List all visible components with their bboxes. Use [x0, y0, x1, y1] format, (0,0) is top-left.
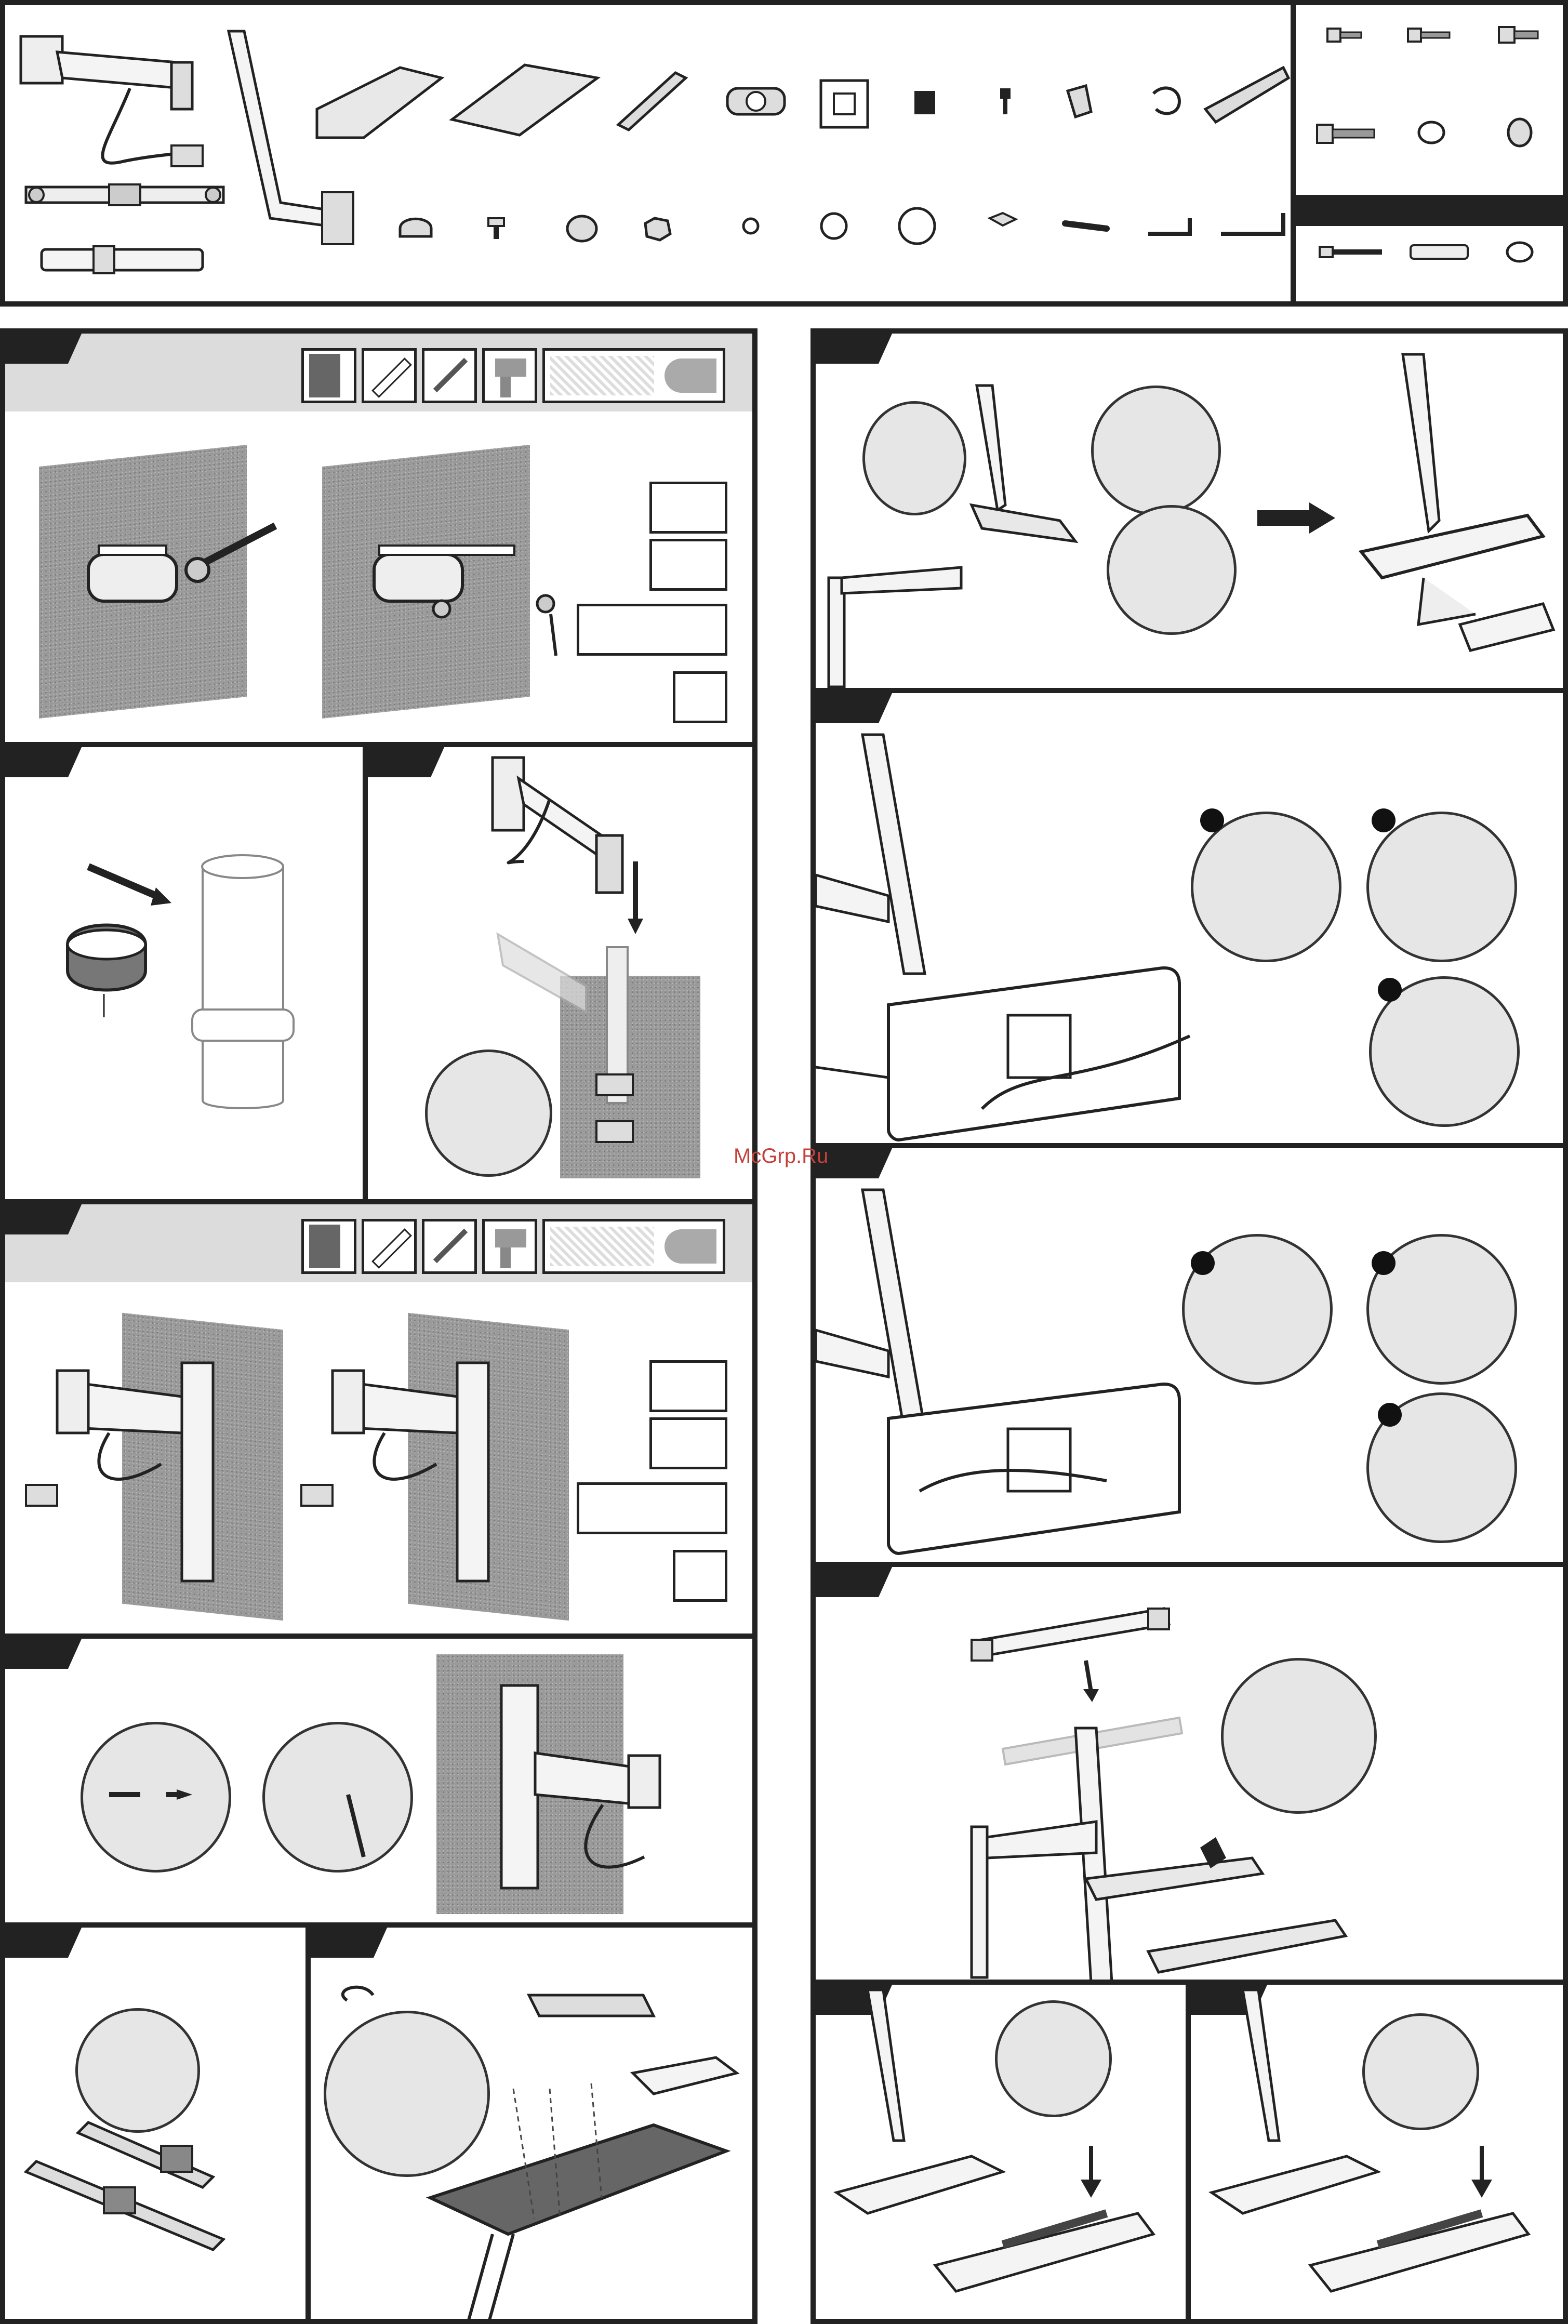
bolt-long — [1317, 125, 1374, 143]
allen-key-small — [1148, 218, 1190, 234]
screw-medium — [1408, 29, 1450, 42]
bolt — [1000, 88, 1011, 114]
small-tray — [317, 68, 442, 138]
step-monitor-left — [810, 688, 1568, 1148]
wall-washer — [1507, 243, 1532, 261]
wood-screw — [1320, 247, 1382, 257]
arm-with-cable — [21, 36, 203, 166]
cable-detail — [1366, 812, 1517, 962]
small-washer — [743, 219, 758, 233]
bracket-plate — [1205, 68, 1288, 122]
clip — [1068, 86, 1091, 117]
pads-drawing — [5, 1928, 307, 2322]
knurled-nut — [914, 91, 935, 114]
step-mat-left — [810, 1980, 1191, 2324]
arm-height-detail — [425, 1050, 552, 1177]
pole-clamp-drawing — [5, 747, 364, 1199]
detail-marker-a — [1191, 1251, 1215, 1275]
cable-hook — [1153, 88, 1179, 113]
wrench — [1065, 223, 1107, 229]
washer-flat — [1419, 122, 1444, 143]
step-tighten — [0, 1634, 758, 1928]
step-pole-clamp — [0, 742, 368, 1204]
step-pads — [0, 1922, 311, 2324]
mark-hint-pencil — [649, 482, 727, 534]
detail-marker-a — [1200, 808, 1224, 832]
vesa-plate — [821, 81, 868, 127]
washer — [821, 214, 846, 238]
spacer — [1508, 119, 1531, 146]
cap — [567, 216, 596, 241]
screw-short — [1327, 29, 1361, 42]
step-monitor-right — [810, 1143, 1568, 1567]
parts-panel — [0, 0, 1568, 307]
tighten-drawing — [5, 1639, 753, 1924]
band-clamp — [400, 219, 431, 236]
mat-right-drawing — [1191, 1985, 1563, 2322]
post-tube — [42, 246, 203, 273]
screw — [488, 218, 504, 239]
mark-hint-pencil — [649, 1360, 727, 1412]
anchor-set — [577, 1482, 727, 1534]
detail-marker-c — [1378, 978, 1402, 1002]
wall-anchor — [1411, 245, 1468, 259]
drill-hint — [673, 1550, 727, 1602]
tray-assembly-drawing — [311, 1928, 752, 2322]
clip-detail — [1191, 812, 1341, 962]
screw-large — [1499, 27, 1538, 43]
mat-left-drawing — [816, 1985, 1186, 2322]
mark-hint-brush — [649, 1417, 727, 1469]
step-wall-mark — [0, 328, 758, 747]
wall-mark-drawing — [5, 334, 753, 744]
keyboard-tray — [452, 65, 597, 135]
anchor-set — [577, 604, 727, 656]
step-tray-assembly — [305, 1922, 758, 2324]
step-tray-attach — [810, 328, 1568, 693]
pad — [990, 213, 1016, 225]
step-mat-right — [1186, 1980, 1568, 2324]
wall-mount-drawing — [5, 1204, 753, 1636]
large-washer — [899, 208, 935, 244]
step-wall-mount — [0, 1199, 758, 1639]
crossbar-drawing — [816, 1567, 1564, 1983]
mark-hint-brush — [649, 539, 727, 591]
crossbar — [26, 184, 223, 205]
hex-nut — [645, 218, 670, 240]
detail-marker-b — [1372, 1251, 1396, 1275]
pole-clamp — [727, 88, 785, 114]
slot-bar — [618, 73, 686, 130]
detail-marker-b — [1372, 808, 1396, 832]
step-crossbar — [810, 1562, 1568, 1985]
step-arm-install — [363, 742, 758, 1204]
arm-install-drawing — [368, 747, 752, 1199]
parts-drawing — [5, 5, 1564, 304]
tray-attach-drawing — [816, 334, 1564, 692]
watermark-text: McGrp.Ru — [734, 1145, 828, 1168]
detail-marker-c — [1378, 1403, 1402, 1427]
drill-hint — [673, 671, 727, 723]
allen-key-large — [1221, 213, 1283, 234]
